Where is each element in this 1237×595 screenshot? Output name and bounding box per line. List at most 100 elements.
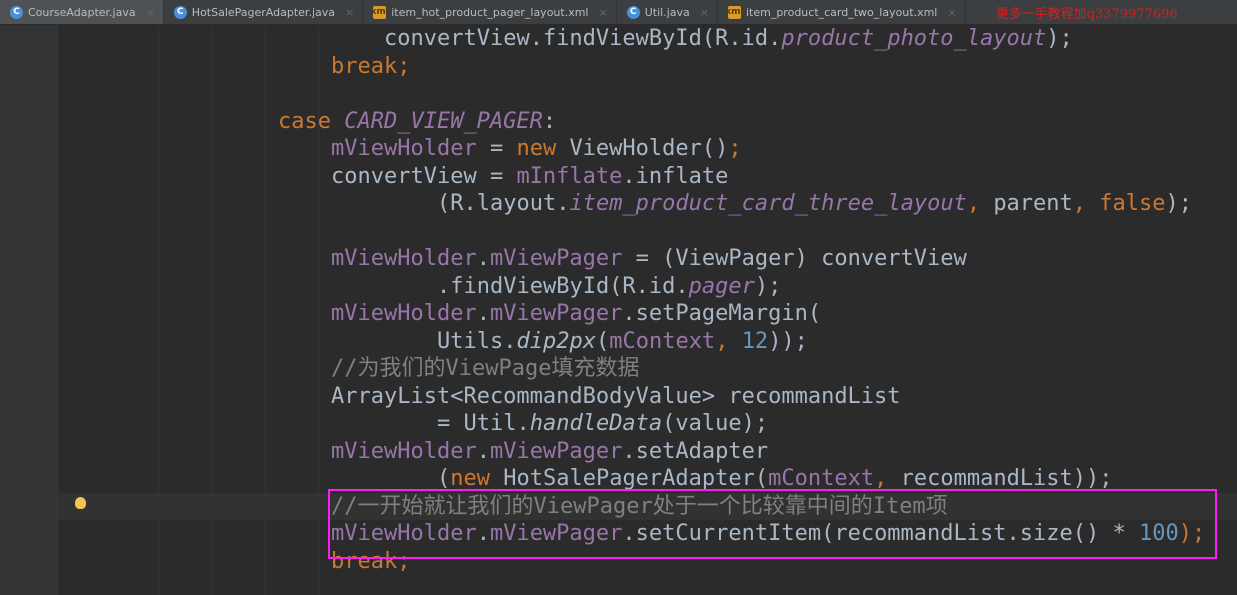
code-token: ArrayList<RecommandBodyValue> recommandL… bbox=[331, 383, 901, 409]
code-line[interactable]: mViewHolder = new ViewHolder(); bbox=[0, 135, 1205, 163]
code-token: . bbox=[476, 246, 490, 271]
code-token: mViewHolder bbox=[331, 438, 477, 464]
code-token: mContext bbox=[768, 466, 875, 491]
code-token: item_product_card_three_layout bbox=[569, 191, 967, 216]
code-line[interactable]: //一开始就让我们的ViewPager处于一个比较靠中间的Item项 bbox=[0, 493, 1205, 521]
highlight-annotation-box bbox=[328, 489, 1217, 559]
close-tab-icon[interactable]: × bbox=[598, 5, 608, 19]
close-tab-icon[interactable]: × bbox=[345, 5, 355, 19]
code-token: mViewHolder bbox=[331, 301, 477, 326]
code-token: .setAdapter bbox=[622, 438, 769, 464]
lightbulb-icon[interactable] bbox=[75, 497, 86, 509]
code-token: .findViewById(R.id. bbox=[437, 273, 689, 299]
code-token: convertView = bbox=[331, 163, 517, 189]
code-line[interactable]: convertView.findViewById(R.id.product_ph… bbox=[0, 25, 1205, 53]
code-token: . bbox=[476, 301, 490, 326]
code-line[interactable]: convertView = mInflate.inflate bbox=[0, 163, 1205, 191]
current-line-highlight bbox=[58, 493, 1237, 520]
code-token: ( bbox=[595, 328, 610, 354]
code-line[interactable]: (new HotSalePagerAdapter(mContext, recom… bbox=[0, 465, 1205, 493]
code-token: .inflate bbox=[622, 163, 729, 189]
code-token: . bbox=[476, 438, 490, 464]
code-line[interactable]: mViewHolder.mViewPager.setPageMargin( bbox=[0, 300, 1205, 328]
tab-courseadapter-java[interactable]: C CourseAdapter.java × bbox=[0, 0, 164, 24]
line-gutter bbox=[0, 25, 58, 595]
code-token: recommandList)); bbox=[900, 466, 1113, 491]
code-token: CARD_VIEW_PAGER bbox=[344, 108, 543, 134]
code-line[interactable]: = Util.handleData(value); bbox=[0, 410, 1205, 438]
code-token: mViewPager bbox=[489, 438, 623, 464]
code-token: (value); bbox=[662, 411, 769, 436]
code-token: , bbox=[874, 466, 901, 491]
code-token: ); bbox=[1165, 191, 1193, 216]
close-tab-icon[interactable]: × bbox=[145, 5, 155, 19]
code-token: .setPageMargin( bbox=[622, 301, 822, 326]
code-token: parent bbox=[993, 191, 1073, 216]
code-token: mInflate bbox=[516, 163, 623, 189]
code-token: convertView.findViewById(R.id. bbox=[384, 26, 782, 51]
close-tab-icon[interactable]: × bbox=[699, 5, 709, 19]
code-token: HotSalePagerAdapter( bbox=[503, 466, 769, 491]
code-token: 12 bbox=[741, 328, 769, 354]
java-class-icon: C bbox=[173, 5, 187, 19]
code-token: ; bbox=[728, 136, 742, 161]
code-token: case bbox=[278, 108, 345, 134]
code-token: ViewHolder() bbox=[569, 136, 729, 161]
code-token: : bbox=[542, 108, 557, 134]
code-token: . bbox=[476, 521, 490, 546]
code-token: = Util. bbox=[437, 411, 530, 436]
code-token: product_photo_layout bbox=[781, 26, 1047, 51]
indent-guide bbox=[265, 25, 266, 595]
code-token: handleData bbox=[529, 411, 663, 436]
tab-label: Util.java bbox=[644, 5, 690, 19]
code-token: mViewHolder bbox=[331, 136, 477, 161]
code-token: pager bbox=[688, 273, 755, 299]
code-line[interactable]: //为我们的ViewPage填充数据 bbox=[0, 355, 1205, 383]
code-token: mViewPager bbox=[489, 521, 623, 546]
code-token: //为我们的ViewPage填充数据 bbox=[331, 356, 640, 381]
code-token: mViewHolder bbox=[331, 246, 477, 271]
code-token: mViewHolder bbox=[331, 521, 477, 546]
code-token: mViewPager bbox=[489, 301, 623, 326]
indent-guide bbox=[318, 25, 319, 595]
code-line[interactable]: Utils.dip2px(mContext, 12)); bbox=[0, 328, 1205, 356]
code-line[interactable]: mViewHolder.mViewPager.setAdapter bbox=[0, 438, 1205, 466]
tab-label: CourseAdapter.java bbox=[28, 5, 136, 19]
code-token: ); bbox=[1046, 26, 1073, 51]
code-token: )); bbox=[768, 328, 808, 354]
code-line[interactable]: ArrayList<RecommandBodyValue> recommandL… bbox=[0, 383, 1205, 411]
code-token: 100 bbox=[1138, 521, 1179, 546]
code-line[interactable]: mViewHolder.mViewPager = (ViewPager) con… bbox=[0, 245, 1205, 273]
code-token: break; bbox=[331, 53, 411, 79]
code-token: , bbox=[966, 191, 994, 216]
watermark: 更多一手教程加q3379977696 bbox=[995, 6, 1178, 22]
code-line[interactable]: (R.layout.item_product_card_three_layout… bbox=[0, 190, 1205, 218]
code-line[interactable]: break; bbox=[0, 53, 1205, 81]
code-token: .setCurrentItem(recommandList.size() * bbox=[622, 521, 1139, 546]
xml-file-icon: xml bbox=[725, 5, 744, 19]
code-token: mContext bbox=[609, 328, 716, 354]
java-class-icon: C bbox=[10, 5, 23, 19]
code-line[interactable] bbox=[0, 80, 1205, 108]
indent-guide bbox=[158, 25, 159, 595]
tab-label: item_hot_product_pager_layout.xml bbox=[391, 5, 589, 19]
code-token: break; bbox=[331, 548, 411, 574]
code-token: = (ViewPager) convertView bbox=[622, 246, 967, 271]
code-token: Utils. bbox=[437, 328, 517, 354]
code-line[interactable]: case CARD_VIEW_PAGER: bbox=[0, 108, 1205, 136]
code-editor[interactable]: convertView.findViewById(R.id.product_ph… bbox=[0, 25, 1205, 575]
close-tab-icon[interactable]: × bbox=[947, 5, 957, 19]
indent-guide bbox=[212, 25, 213, 595]
code-line[interactable]: break; bbox=[0, 548, 1205, 576]
code-line[interactable] bbox=[0, 218, 1205, 246]
code-token: dip2px bbox=[516, 328, 596, 354]
code-line[interactable]: mViewHolder.mViewPager.setCurrentItem(re… bbox=[0, 520, 1205, 548]
code-line[interactable]: .findViewById(R.id.pager); bbox=[0, 273, 1205, 301]
xml-file-icon: xml bbox=[370, 5, 389, 19]
code-token: mViewPager bbox=[489, 246, 623, 271]
